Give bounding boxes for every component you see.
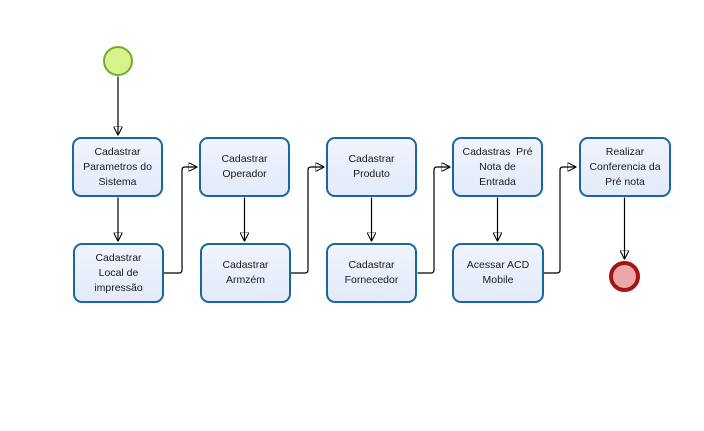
task-realizar-conferencia-da-pre-nota[interactable]: Realizar Conferencia da Pré nota	[579, 137, 671, 197]
task-label: Cadastrar Parametros do Sistema	[83, 145, 152, 188]
task-cadastras-pre-nota-de-entrada[interactable]: Cadastras Pré Nota de Entrada	[452, 137, 543, 197]
task-cadastrar-parametros-do-sistema[interactable]: Cadastrar Parametros do Sistema	[72, 137, 163, 197]
task-label: Cadastrar Produto	[348, 153, 395, 180]
task-label: Cadastras Pré Nota de Entrada	[462, 145, 533, 188]
flow-arrow-n8-to-n4	[417, 167, 450, 274]
flow-arrow-n7-to-n3	[291, 167, 323, 274]
start-event-circle[interactable]	[103, 46, 133, 76]
task-label: Acessar ACD Mobile	[466, 259, 530, 286]
end-event-circle[interactable]	[609, 261, 640, 292]
task-cadastrar-operador[interactable]: Cadastrar Operador	[199, 137, 290, 197]
task-cadastrar-local-de-impressao[interactable]: Cadastrar Local de impressão	[73, 243, 164, 303]
task-label: Cadastrar Armzém	[222, 259, 269, 286]
flow-arrow-n6-to-n2	[164, 167, 196, 274]
task-cadastrar-fornecedor[interactable]: Cadastrar Fornecedor	[326, 243, 417, 303]
task-label: Cadastrar Local de impressão	[94, 251, 143, 294]
task-cadastrar-produto[interactable]: Cadastrar Produto	[326, 137, 417, 197]
task-acessar-acd-mobile[interactable]: Acessar ACD Mobile	[452, 243, 544, 303]
task-label: Cadastrar Operador	[221, 153, 268, 180]
task-cadastrar-armzem[interactable]: Cadastrar Armzém	[200, 243, 291, 303]
task-label: Cadastrar Fornecedor	[344, 259, 399, 286]
task-label: Realizar Conferencia da Pré nota	[589, 145, 661, 188]
flow-arrow-n9-to-n5	[543, 167, 576, 274]
